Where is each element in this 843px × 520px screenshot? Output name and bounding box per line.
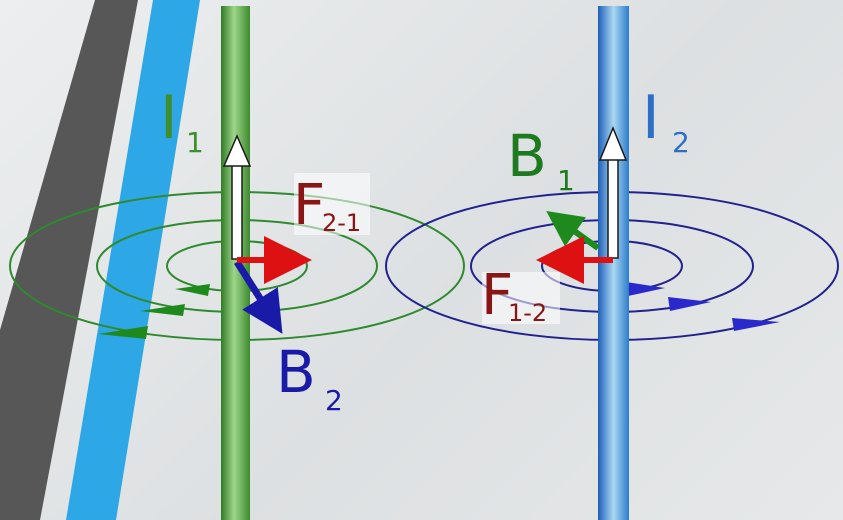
field-subscript-b2: 2 (325, 384, 343, 417)
force-label-f21: F (293, 173, 325, 238)
field-arrow-b2 (234, 260, 283, 334)
current-arrow-2 (598, 126, 628, 259)
force-subscript-f21: 2-1 (322, 209, 361, 237)
force-label-f12: F (481, 263, 513, 328)
field-subscript-b1: 1 (557, 164, 575, 197)
field-arrow-b1 (546, 211, 600, 251)
field-direction-arrows-wire-2 (626, 282, 780, 331)
current-subscript-i2: 2 (672, 126, 690, 159)
current-label-i2: I (642, 83, 660, 153)
field-label-b1: B (507, 122, 547, 190)
force-subscript-f12: 1-2 (508, 299, 547, 327)
decorative-blue-stripe (66, 0, 200, 520)
label-backdrop-f12 (482, 272, 560, 324)
field-direction-arrows-wire-1 (98, 284, 210, 339)
decorative-dark-stripe (0, 0, 138, 520)
current-label-i1: I (160, 83, 178, 153)
current-subscript-i1: 1 (186, 126, 204, 159)
label-backdrop-f21 (294, 173, 370, 235)
field-label-b2: B (276, 338, 316, 406)
